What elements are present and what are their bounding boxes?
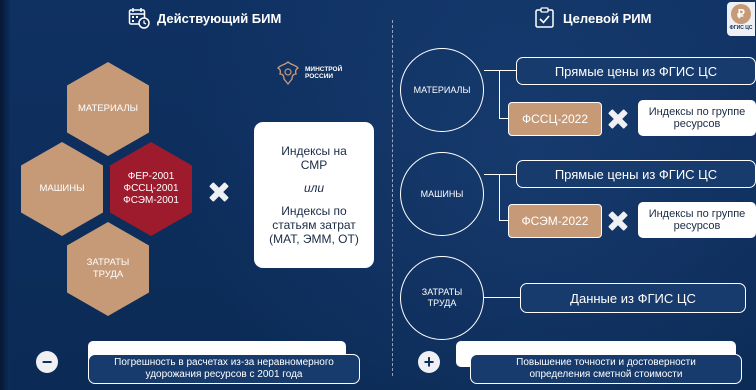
base-line1: ФЕР-2001 bbox=[127, 171, 175, 182]
machines-base-fsem: ФСЭМ-2022 bbox=[508, 204, 602, 238]
connector bbox=[499, 174, 500, 220]
hex-base-norms: ФЕР-2001 ФССЦ-2001 ФСЭМ-2001 bbox=[110, 142, 192, 236]
ministry-line2: РОССИИ bbox=[305, 73, 334, 80]
right-bottom-note: Повышение точности и достоверности опред… bbox=[470, 354, 742, 384]
dashed-divider bbox=[392, 20, 393, 376]
left-title: Действующий БИМ bbox=[157, 10, 282, 26]
machines-direct-prices: Прямые цены из ФГИС ЦС bbox=[516, 160, 756, 188]
left-header: Действующий БИМ bbox=[128, 7, 281, 29]
plus-icon: + bbox=[418, 351, 440, 373]
calendar-clock-icon bbox=[128, 7, 150, 29]
materials-base-ffsc: ФССЦ-2022 bbox=[508, 102, 602, 136]
left-bottom-line2: удорожания ресурсов с 2001 года bbox=[145, 369, 303, 380]
right-bottom-line2: определения сметной стоимости bbox=[529, 369, 683, 380]
right-title: Целевой РИМ bbox=[563, 10, 652, 26]
connector bbox=[499, 70, 500, 118]
connector bbox=[484, 174, 516, 175]
circle-labor: ЗАТРАТЫ ТРУДА bbox=[400, 256, 484, 340]
hex-machines: МАШИНЫ bbox=[21, 142, 103, 236]
index-line1: Индексы на bbox=[281, 144, 347, 158]
right-bottom-line1: Повышение точности и достоверности bbox=[516, 357, 696, 368]
base-line2: ФССЦ-2001 bbox=[123, 183, 179, 194]
materials-direct-prices: Прямые цены из ФГИС ЦС bbox=[516, 57, 756, 85]
index-or: или bbox=[303, 181, 325, 195]
ruble-coin-icon: ₽ bbox=[731, 4, 751, 24]
clipboard-check-icon bbox=[534, 7, 556, 29]
ministry-logo: МИНСТРОЙ РОССИИ bbox=[276, 60, 342, 86]
index-box: Индексы на СМР или Индексы по статьям за… bbox=[254, 122, 374, 268]
multiply-icon bbox=[208, 181, 230, 203]
connector bbox=[499, 220, 509, 221]
base-line3: ФСЭМ-2001 bbox=[123, 195, 179, 206]
circle-machines: МАШИНЫ bbox=[400, 152, 484, 236]
right-header: Целевой РИМ bbox=[534, 7, 651, 29]
labor-data: Данные из ФГИС ЦС bbox=[520, 283, 746, 313]
left-edge-shadow bbox=[0, 0, 10, 390]
hex-materials: МАТЕРИАЛЫ bbox=[67, 62, 149, 156]
connector bbox=[484, 297, 520, 298]
circle-materials: МАТЕРИАЛЫ bbox=[400, 48, 484, 132]
fgis-badge-label: ФГИС ЦС bbox=[729, 25, 753, 31]
multiply-icon bbox=[607, 108, 629, 130]
left-bottom-note: Погрешность в расчетах из-за неравномерн… bbox=[88, 354, 360, 384]
labor-line1: ЗАТРАТЫ bbox=[86, 257, 130, 268]
materials-group-index: Индексы по группе ресурсов bbox=[638, 100, 756, 136]
machines-group-index: Индексы по группе ресурсов bbox=[638, 202, 756, 238]
index-line5: (МАТ, ЭММ, ОТ) bbox=[269, 232, 359, 246]
connector bbox=[484, 70, 516, 71]
eagle-emblem-icon bbox=[277, 61, 299, 86]
connector bbox=[499, 118, 509, 119]
ministry-line1: МИНСТРОЙ bbox=[305, 66, 343, 73]
minus-icon: − bbox=[36, 351, 58, 373]
multiply-icon bbox=[607, 210, 629, 232]
index-line3: Индексы по bbox=[281, 204, 347, 218]
labor-line2: ТРУДА bbox=[92, 269, 124, 280]
fgis-badge: ₽ ФГИС ЦС bbox=[727, 2, 755, 36]
index-line2: СМР bbox=[300, 158, 328, 172]
left-bottom-line1: Погрешность в расчетах из-за неравномерн… bbox=[114, 357, 334, 368]
index-line4: статьям затрат bbox=[272, 218, 356, 232]
